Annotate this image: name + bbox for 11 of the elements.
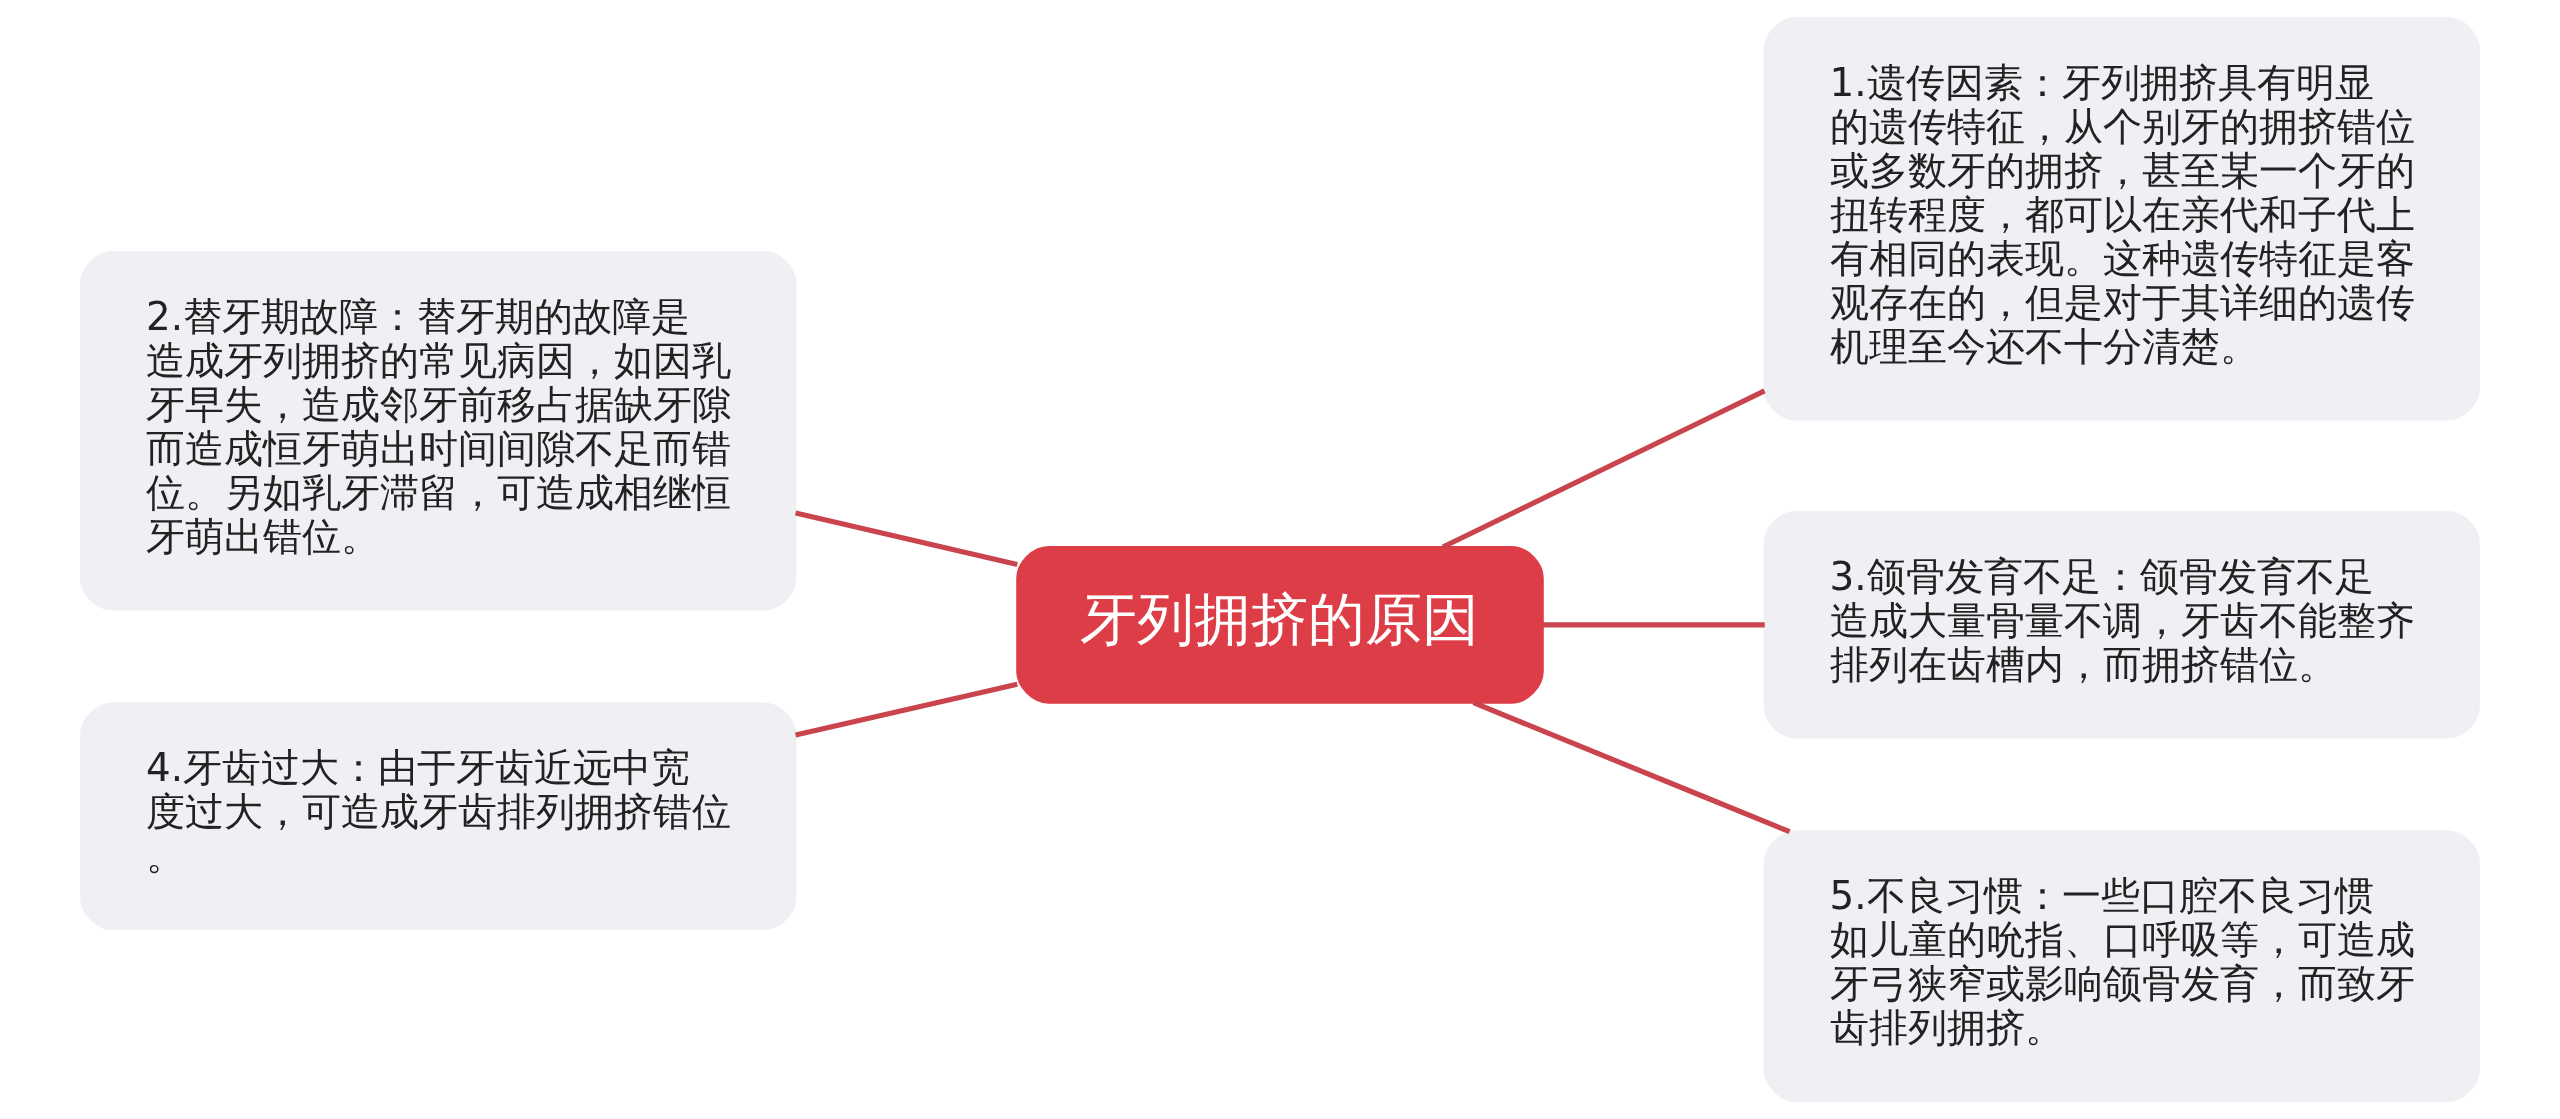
node-box: 4.牙齿过大：由于牙齿近远中宽度过大，可造成牙齿排列拥挤错位。: [80, 702, 797, 930]
connector: [795, 510, 1018, 567]
connector: [1441, 388, 1766, 550]
node-box: 3.颌骨发育不足：颌骨发育不足造成大量骨量不调，牙齿不能整齐排列在齿槽内，而拥挤错位。: [1763, 511, 2480, 739]
node-box: 5.不良习惯：一些口腔不良习惯如儿童的吮指、口呼吸等，可造成牙弓狭窄或影响颌骨发育，而致牙齿排列拥挤。: [1763, 830, 2480, 1102]
node-box: 牙列拥挤的原因: [1016, 545, 1544, 704]
node-box: 2.替牙期故障：替牙期的故障是造成牙列拥挤的常见病因，如因乳牙早失，造成邻牙前移占据缺牙隙而造成恒牙萌出时间间隙不足而错位。另如乳牙滞留，可造成相继恒牙萌出错位。: [80, 251, 797, 611]
node-box: 1.遗传因素：牙列拥挤具有明显的遗传特征，从个别牙的拥挤错位或多数牙的拥挤，甚至某一个牙的扭转程度，都可以在亲代和子代上有相同的表现。这种遗传特征是客观存在的，但是对于其详细的遗传机理至今还不十分清楚。: [1763, 17, 2480, 421]
connector: [1472, 700, 1791, 835]
connector: [795, 681, 1018, 738]
connector: [1542, 622, 1765, 628]
